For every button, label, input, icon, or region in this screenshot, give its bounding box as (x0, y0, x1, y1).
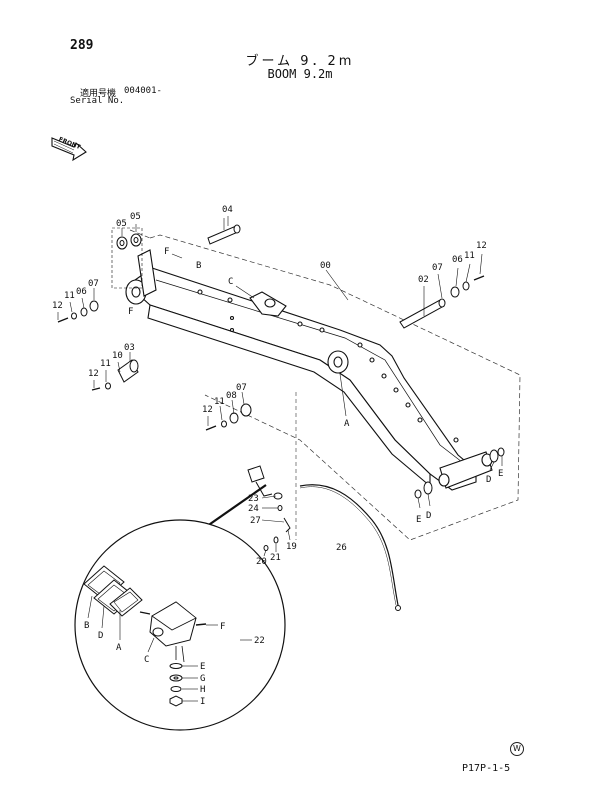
callout-12-middle: 12 (202, 405, 213, 415)
callout-20: 20 (256, 557, 267, 567)
callout-11-left: 11 (64, 291, 75, 301)
callout-12-bottom: 12 (88, 369, 99, 379)
pin-03 (91, 359, 139, 391)
callout-D-right-1: D (486, 475, 491, 485)
detail-label-I: I (200, 697, 205, 707)
work-light-detail (74, 519, 286, 731)
serial-label-japanese: 適用号機 (80, 89, 117, 99)
callout-E-right-2: E (416, 515, 421, 525)
callout-06-right: 06 (452, 255, 463, 265)
callout-07-right: 07 (432, 263, 443, 273)
bushing-05 (111, 227, 143, 289)
callout-12-right: 12 (476, 241, 487, 251)
callout-03: 03 (124, 343, 135, 353)
pin-04 (207, 218, 241, 245)
title-japanese: ブーム 9．2m (245, 54, 355, 69)
title-english: BOOM 9.2m (267, 67, 333, 81)
callout-19: 19 (286, 542, 297, 552)
callout-05a: 05 (116, 219, 127, 229)
callout-00: 00 (320, 261, 331, 271)
callout-11-middle: 11 (214, 397, 225, 407)
callout-labels: 00 04 05 05 F B C F 02 07 06 11 12 12 11… (52, 205, 503, 646)
pin-02 (399, 275, 485, 329)
page-number: 289 (70, 38, 94, 53)
callout-04: 04 (222, 205, 233, 215)
callout-07-left: 07 (88, 279, 99, 289)
detail-labels: B D A C F E G H I (84, 621, 225, 707)
assembly-boundary (129, 229, 521, 541)
callout-12-left: 12 (52, 301, 63, 311)
callout-27: 27 (250, 516, 261, 526)
document-code: P17P-1-5 (462, 763, 511, 774)
boom-body (125, 249, 493, 491)
detail-label-G: G (200, 674, 205, 684)
callout-C-top: C (228, 277, 233, 287)
detail-label-B: B (84, 621, 89, 631)
front-arrow-icon (51, 137, 87, 162)
light-bracket (247, 465, 291, 551)
detail-label-E: E (200, 662, 205, 672)
detail-label-H: H (200, 685, 205, 695)
detail-label-D: D (98, 631, 103, 641)
callout-D-right-2: D (426, 511, 431, 521)
callout-02: 02 (418, 275, 429, 285)
detail-label-A: A (116, 643, 122, 653)
callout-10: 10 (112, 351, 123, 361)
harness-cable (299, 484, 399, 606)
callout-06-left: 06 (76, 287, 87, 297)
callout-F-top: F (164, 247, 169, 257)
callout-11-right: 11 (464, 251, 475, 261)
callout-08-middle: 08 (226, 391, 237, 401)
hardware-head (414, 447, 505, 499)
callout-A-boom: A (344, 419, 350, 429)
callout-24: 24 (248, 504, 259, 514)
detail-label-F: F (220, 622, 225, 632)
detail-label-C: C (144, 655, 149, 665)
callout-07-middle: 07 (236, 383, 247, 393)
revision-mark: W (510, 742, 524, 756)
callout-22: 22 (254, 636, 265, 646)
callout-23: 23 (248, 494, 259, 504)
callout-11-bottom: 11 (100, 359, 111, 369)
serial-label-english: Serial No. (70, 96, 125, 106)
hardware-left (57, 300, 99, 323)
callout-B-top: B (196, 261, 201, 271)
callout-21: 21 (270, 553, 281, 563)
serial-number-value: 004001- (124, 86, 162, 96)
callout-leaders (57, 216, 503, 557)
callout-E-right-1: E (498, 469, 503, 479)
callout-26: 26 (336, 543, 347, 553)
callout-F-left: F (128, 307, 133, 317)
callout-05b: 05 (130, 212, 141, 222)
